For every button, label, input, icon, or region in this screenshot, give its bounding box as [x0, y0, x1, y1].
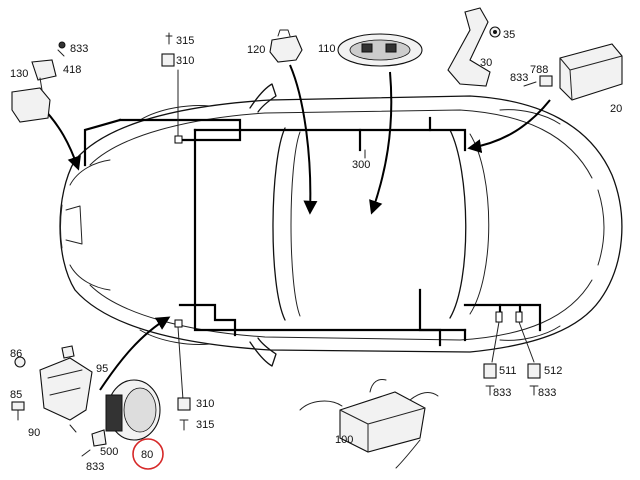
- label-833-d: 833: [493, 387, 511, 399]
- part-100-module: [299, 379, 439, 469]
- label-418: 418: [63, 64, 81, 76]
- pointer-arrows: [39, 64, 551, 391]
- label-310-top: 310: [176, 55, 194, 67]
- label-315-top: 315: [176, 35, 194, 47]
- label-86: 86: [10, 348, 22, 360]
- label-500: 500: [100, 446, 118, 458]
- part-310-315-top: [161, 32, 175, 67]
- part-110-dome: [337, 33, 423, 67]
- car-body-outline: [59, 83, 623, 367]
- label-833-e: 833: [538, 387, 556, 399]
- label-95: 95: [96, 363, 108, 375]
- part-120-module: [269, 29, 303, 63]
- label-300: 300: [352, 159, 370, 171]
- label-512: 512: [544, 365, 562, 377]
- label-80: 80: [141, 449, 153, 461]
- label-110: 110: [318, 43, 336, 55]
- wiring-harness: [83, 69, 542, 401]
- label-100: 100: [335, 434, 353, 446]
- label-788: 788: [530, 64, 548, 76]
- label-315-bottom: 315: [196, 419, 214, 431]
- label-85: 85: [10, 389, 22, 401]
- part-80-horn: [81, 379, 161, 457]
- part-20-control-unit: [523, 43, 623, 101]
- label-833-c: 833: [86, 461, 104, 473]
- part-310-315-bottom: [177, 397, 191, 431]
- label-130: 130: [10, 68, 28, 80]
- part-130-connector: [11, 41, 66, 123]
- part-512-connector: [527, 363, 541, 396]
- part-90-bracket: [14, 345, 93, 433]
- label-833-b: 833: [510, 72, 528, 84]
- label-35: 35: [503, 29, 515, 41]
- label-90: 90: [28, 427, 40, 439]
- part-85-bolt: [11, 401, 25, 421]
- label-120: 120: [247, 44, 265, 56]
- label-833-a: 833: [70, 43, 88, 55]
- label-310-bottom: 310: [196, 398, 214, 410]
- part-30-bracket: [447, 7, 501, 87]
- part-511-connector: [483, 363, 497, 396]
- highlight-circle: [132, 438, 164, 470]
- label-20: 20: [610, 103, 622, 115]
- label-511: 511: [499, 365, 517, 377]
- label-30: 30: [480, 57, 492, 69]
